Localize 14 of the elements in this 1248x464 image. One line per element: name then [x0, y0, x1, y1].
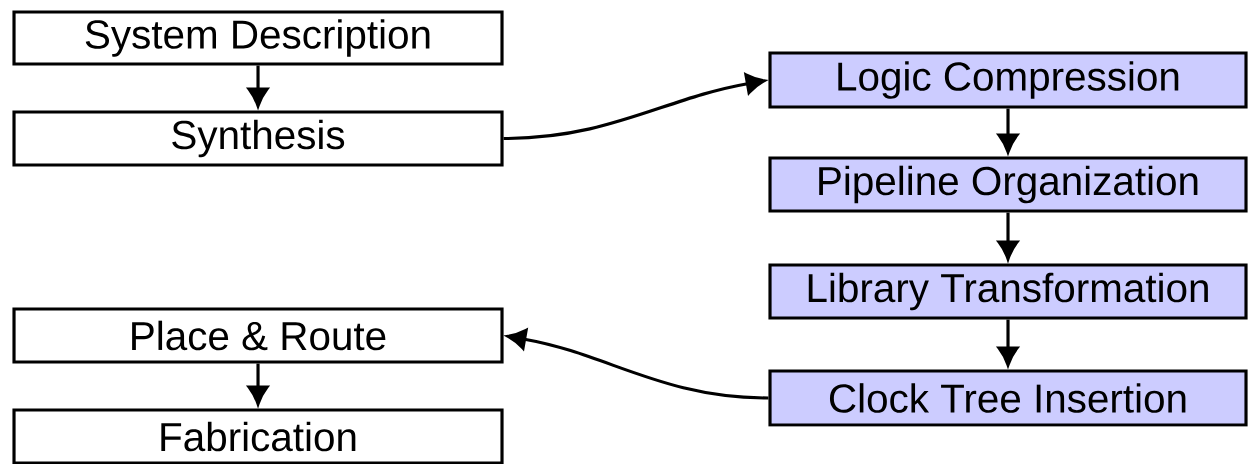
process-box: Clock Tree Insertion: [768, 369, 1248, 427]
arrow: [247, 363, 269, 406]
process-box: Place & Route: [12, 307, 504, 364]
arrow: [997, 108, 1019, 154]
arrow: [503, 73, 766, 141]
process-box: System Description: [12, 10, 504, 66]
process-box: Logic Compression: [768, 51, 1248, 109]
process-box: Synthesis: [12, 110, 504, 167]
arrow: [997, 319, 1019, 367]
process-box: Library Transformation: [768, 263, 1248, 320]
process-box: Pipeline Organization: [768, 156, 1248, 213]
arrow: [997, 212, 1019, 261]
arrow: [247, 65, 269, 108]
process-box: Fabrication: [12, 408, 504, 464]
